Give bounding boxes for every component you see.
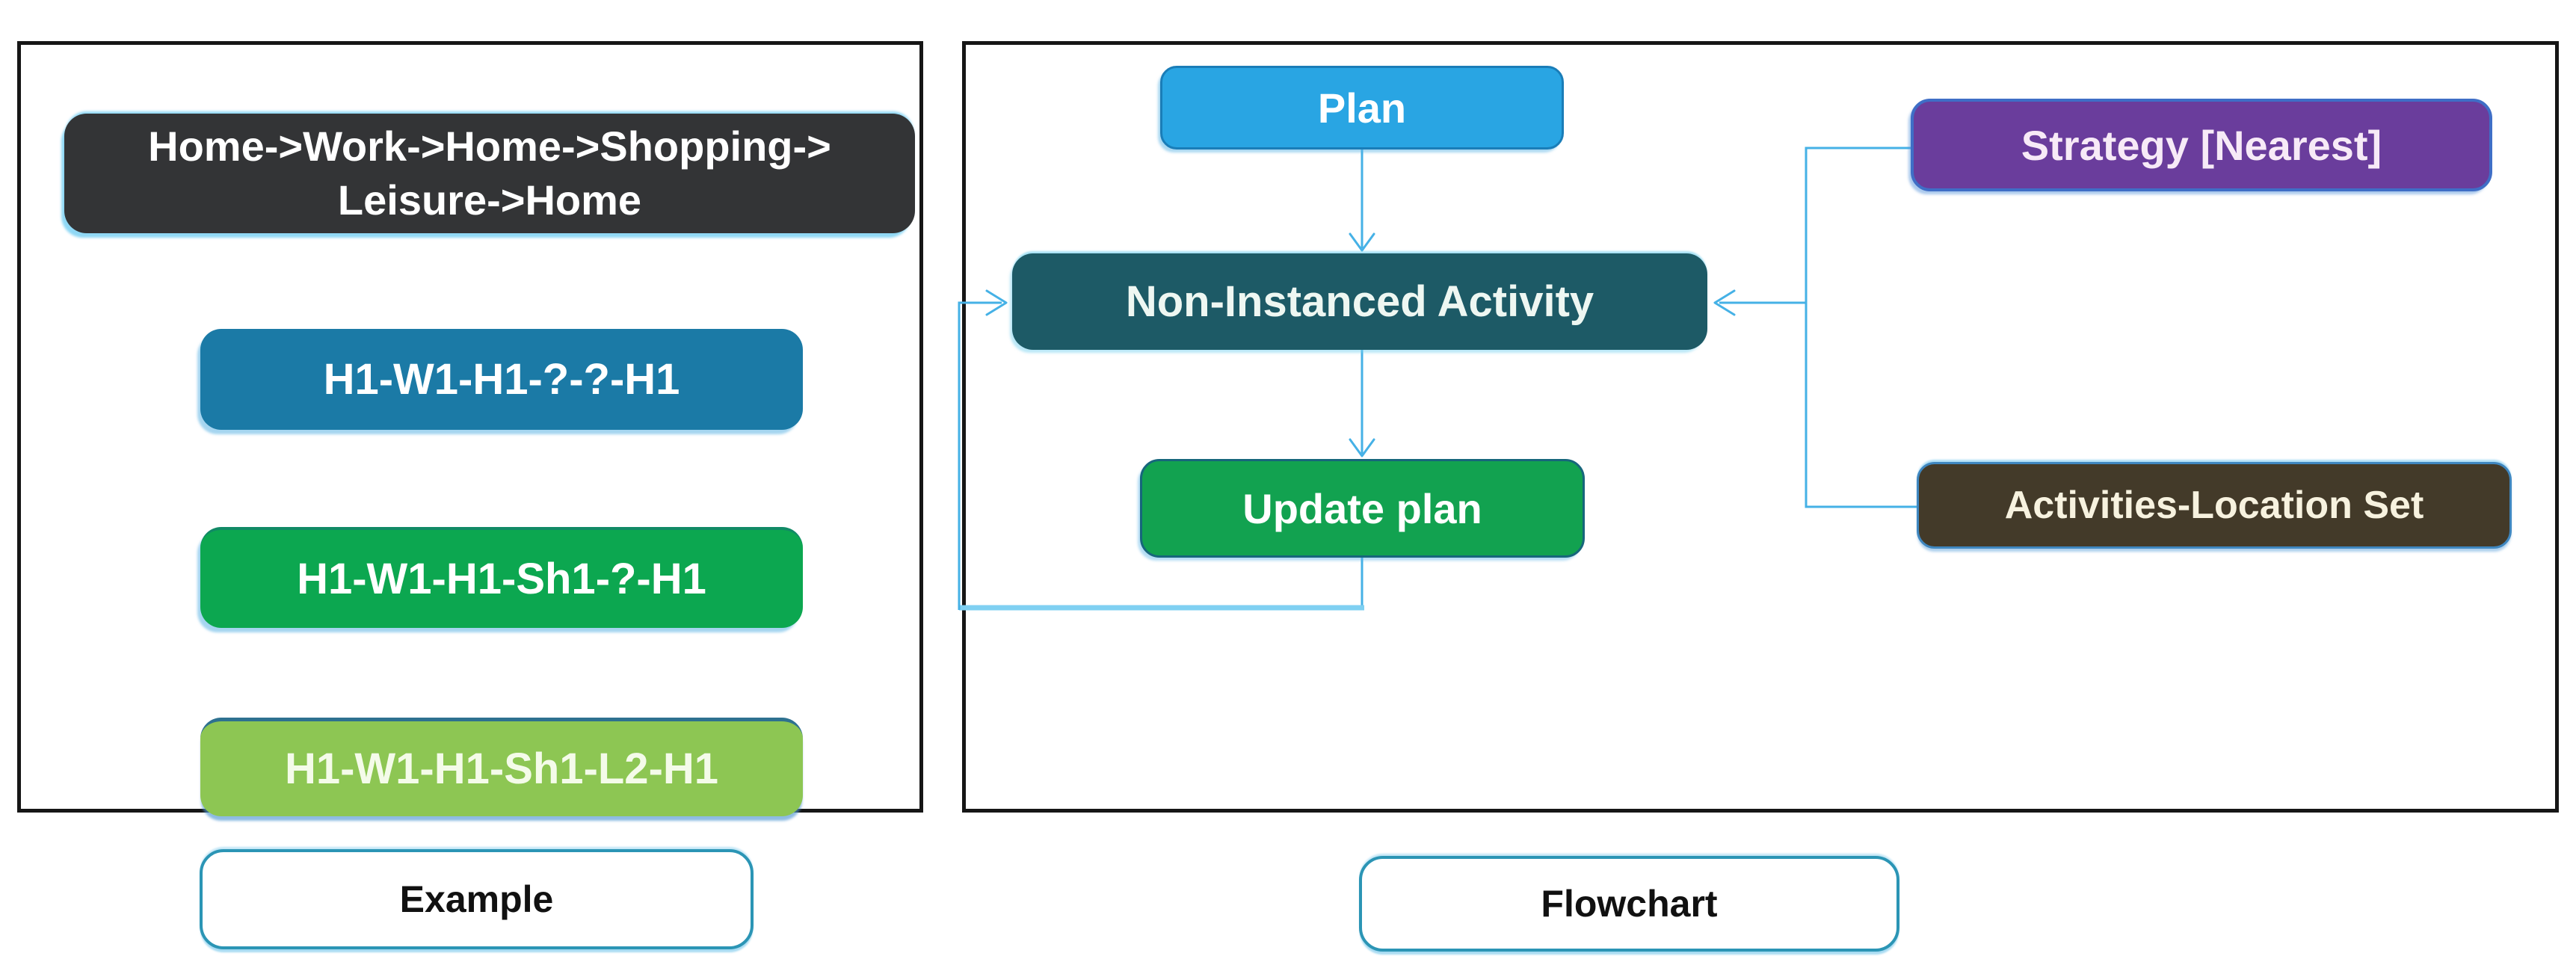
flowchart-node-non-instanced-activity: Non-Instanced Activity: [1012, 253, 1707, 350]
flowchart-node-plan: Plan: [1160, 66, 1564, 150]
example-panel: Home->Work->Home->Shopping-> Leisure->Ho…: [17, 41, 923, 816]
pattern-box-3: H1-W1-H1-Sh1-L2-H1: [200, 718, 803, 816]
pattern-box-1: H1-W1-H1-?-?-H1: [200, 329, 803, 430]
trip-sequence-text: Home->Work->Home->Shopping-> Leisure->Ho…: [148, 120, 831, 227]
pattern-box-2: H1-W1-H1-Sh1-?-H1: [200, 527, 803, 628]
example-caption: Example: [200, 849, 754, 949]
trip-sequence-box: Home->Work->Home->Shopping-> Leisure->Ho…: [64, 114, 915, 233]
flowchart-caption: Flowchart: [1359, 856, 1899, 952]
trip-sequence-line2: Leisure->Home: [337, 176, 642, 224]
flowchart-node-activities-location-set: Activities-Location Set: [1917, 462, 2512, 549]
flowchart-node-strategy: Strategy [Nearest]: [1911, 99, 2492, 191]
trip-sequence-line1: Home->Work->Home->Shopping->: [148, 123, 831, 170]
flowchart-node-update-plan: Update plan: [1140, 459, 1585, 558]
